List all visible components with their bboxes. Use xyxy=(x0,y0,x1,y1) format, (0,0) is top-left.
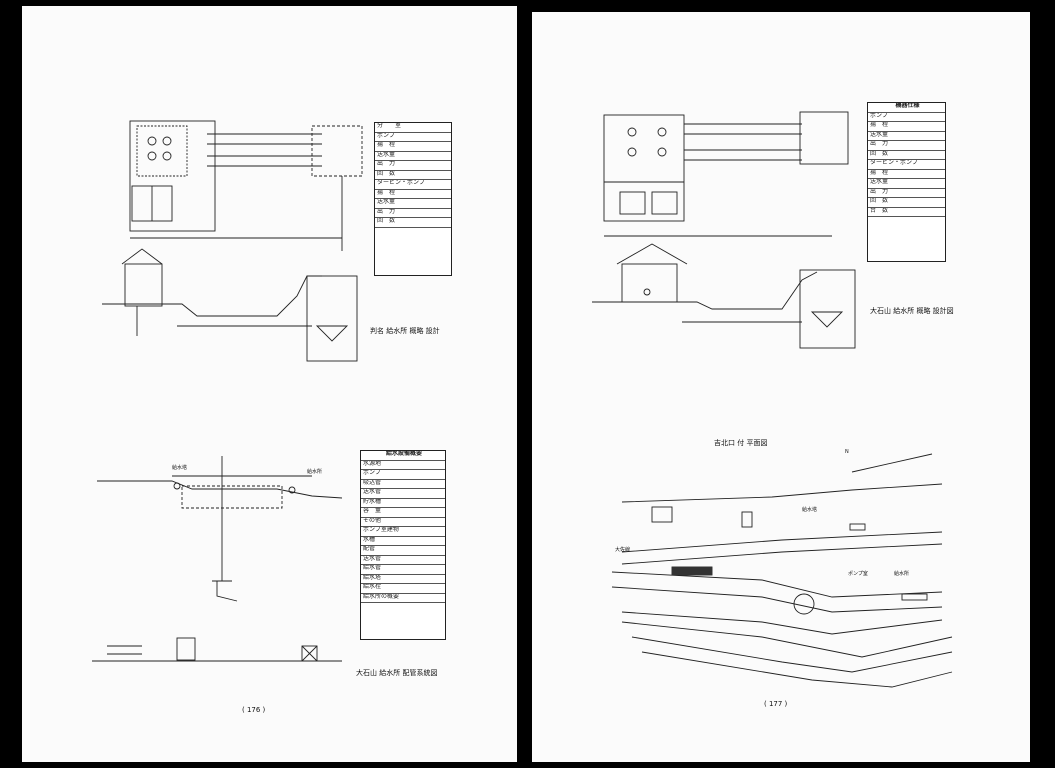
table-row: 水源地 xyxy=(361,461,445,470)
table-row: 給水管 xyxy=(361,565,445,575)
table-row: 回 数 xyxy=(375,218,451,228)
caption-top: 大石山 給水所 概略 設計図 xyxy=(870,307,954,315)
table-row: 送水量 xyxy=(868,179,945,189)
pump-station-drawings-right xyxy=(592,111,953,688)
page-number: ( 176 ) xyxy=(242,706,266,714)
table-row: 送水量 xyxy=(868,132,945,141)
table-row: 送水管 xyxy=(361,489,445,499)
caption-bottom: 吉北口 付 平面図 xyxy=(714,439,768,447)
table-row: 送水管 xyxy=(361,556,445,565)
table-row: 給水所の概要 xyxy=(361,594,445,603)
caption-bottom: 大石山 給水所 配管系統図 xyxy=(356,669,438,677)
table-row: 配管 xyxy=(361,546,445,556)
table-row: 揚 程 xyxy=(375,190,451,199)
equipment-table: 機器仕様 ポンプ 揚 程 送水量 出 力 回 数 タービン・ポンプ 揚 程 送水… xyxy=(867,102,946,262)
table-row: 水槽 xyxy=(361,537,445,546)
drawing-label: 給水所 xyxy=(307,469,323,475)
table-row: 吸込管 xyxy=(361,480,445,489)
table-row: 出 力 xyxy=(375,209,451,218)
table-row: 出 力 xyxy=(868,141,945,151)
caption-top: 判名 給水所 概略 設計 xyxy=(370,327,440,335)
right-page: 機器仕様 ポンプ 揚 程 送水量 出 力 回 数 タービン・ポンプ 揚 程 送水… xyxy=(532,12,1030,762)
table-row: 回 数 xyxy=(868,151,945,160)
table-row: ポンプ xyxy=(868,113,945,122)
table-row: 揚 程 xyxy=(868,170,945,179)
table-row: 機器仕様 xyxy=(868,103,945,113)
table-row: タービン・ポンプ xyxy=(868,160,945,170)
drawing-label: 給水塔 xyxy=(172,465,188,471)
equipment-table-top: 分 室 ポンプ 揚 程 送水量 出 力 回 数 タービン・ポンプ 揚 程 送水量… xyxy=(374,122,452,276)
table-row: ポンプ室建物 xyxy=(361,527,445,537)
table-row: 給水栓 xyxy=(361,584,445,594)
table-row: 台 数 xyxy=(868,208,945,217)
table-row: 送水量 xyxy=(375,152,451,161)
left-page: 分 室 ポンプ 揚 程 送水量 出 力 回 数 タービン・ポンプ 揚 程 送水量… xyxy=(22,6,517,762)
table-row: ポンプ xyxy=(361,470,445,480)
table-row: 送水量 xyxy=(375,199,451,209)
pump-station-drawings-left xyxy=(92,120,363,662)
table-row: 貯水槽 xyxy=(361,499,445,508)
table-row: 分 室 xyxy=(375,123,451,133)
table-row: 出 力 xyxy=(375,161,451,171)
table-row: タービン・ポンプ xyxy=(375,180,451,190)
table-row: 給水設備概要 xyxy=(361,451,445,461)
north-arrow-label: N xyxy=(845,449,849,455)
page-number: ( 177 ) xyxy=(764,700,788,708)
equipment-table-bottom: 給水設備概要 水源地 ポンプ 吸込管 送水管 貯水槽 容 量 その他 ポンプ室建… xyxy=(360,450,446,640)
table-row: 給水塔 xyxy=(361,575,445,584)
table-row: 揚 程 xyxy=(375,142,451,152)
map-label: 大佐線 xyxy=(615,547,631,553)
table-row: 容 量 xyxy=(361,508,445,518)
map-label: 給水塔 xyxy=(802,507,818,513)
table-row: ポンプ xyxy=(375,133,451,142)
map-label: 給水所 xyxy=(894,571,910,577)
table-row: その他 xyxy=(361,518,445,527)
map-label: ポンプ室 xyxy=(848,571,868,577)
table-row: 出 力 xyxy=(868,189,945,198)
table-row: 揚 程 xyxy=(868,122,945,132)
table-row: 回 数 xyxy=(375,171,451,180)
table-row: 回 数 xyxy=(868,198,945,208)
